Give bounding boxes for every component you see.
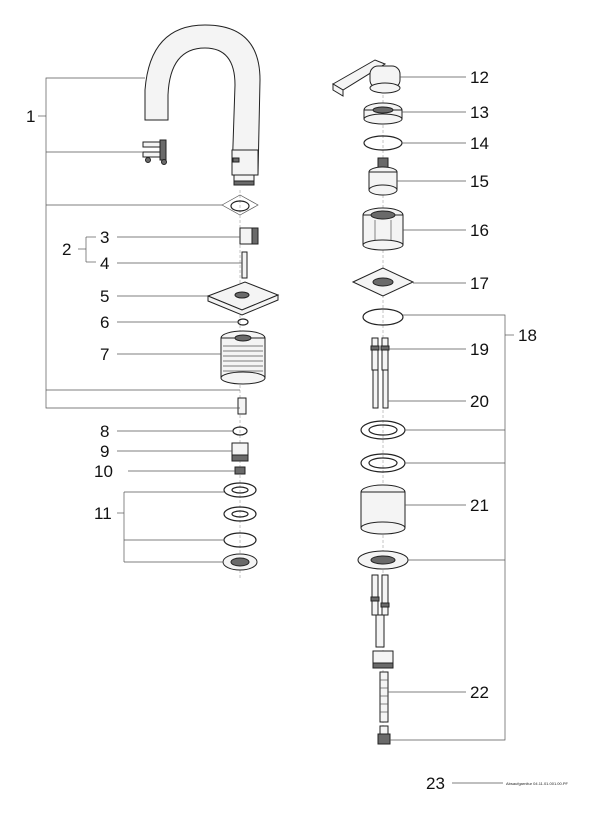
label-8: 8 <box>100 422 109 441</box>
label-3: 3 <box>100 228 109 247</box>
cylinder-part-21 <box>360 484 406 535</box>
nut-part-9 <box>231 442 249 462</box>
left-assembly: 1 2 3 4 5 6 7 8 9 10 11 <box>26 24 280 580</box>
washer-part-6 <box>237 318 249 326</box>
label-2: 2 <box>62 240 71 259</box>
label-23: 23 <box>426 774 445 793</box>
label-20: 20 <box>470 392 489 411</box>
pin-part-4 <box>241 251 248 279</box>
shaft-assembly <box>370 574 390 648</box>
bolt-under-body <box>237 397 247 415</box>
label-21: 21 <box>470 496 489 515</box>
threaded-ring-part-13 <box>363 102 403 125</box>
spout-part-1 <box>144 24 261 186</box>
label-9: 9 <box>100 442 109 461</box>
label-18: 18 <box>518 326 537 345</box>
label-16: 16 <box>470 221 489 240</box>
label-17: 17 <box>470 274 489 293</box>
oring-under-flange <box>362 308 404 326</box>
lever-part-12 <box>332 59 401 97</box>
hoses-part-19 <box>370 337 390 371</box>
right-assembly: 12 13 14 15 16 17 18 19 20 21 22 <box>332 59 537 745</box>
label-14: 14 <box>470 134 489 153</box>
label-4: 4 <box>100 254 109 273</box>
footer-code: Absaufgarnitur 04.11.01.001.00.PF <box>506 781 569 786</box>
label-12: 12 <box>470 68 489 87</box>
plate-part-5 <box>206 281 280 316</box>
label-15: 15 <box>470 172 489 191</box>
spout-seal-ring <box>221 194 259 216</box>
retaining-ring <box>357 550 409 570</box>
cartridge-part-15 <box>368 157 398 196</box>
label-7: 7 <box>100 345 109 364</box>
threaded-body-part-7 <box>220 330 266 385</box>
threaded-rod-part-22 <box>379 671 389 723</box>
small-nut-part-10 <box>234 466 246 475</box>
tubes-part-20 <box>372 369 389 409</box>
label-5: 5 <box>100 287 109 306</box>
cap-part-3 <box>239 227 259 245</box>
right-leaders <box>388 76 514 741</box>
bottom-fitting <box>377 725 391 745</box>
label-10: 10 <box>94 462 113 481</box>
label-22: 22 <box>470 683 489 702</box>
label-11: 11 <box>94 504 112 523</box>
label-13: 13 <box>470 103 489 122</box>
left-leaders <box>38 77 242 563</box>
flange-part-17 <box>351 267 415 297</box>
spout-screws <box>142 139 167 165</box>
footer: 23 Absaufgarnitur 04.11.01.001.00.PF <box>426 774 569 793</box>
label-6: 6 <box>100 313 109 332</box>
label-1: 1 <box>26 107 35 126</box>
hex-body-part-16 <box>362 207 404 251</box>
label-19: 19 <box>470 340 489 359</box>
nut-above-rod <box>372 650 394 669</box>
